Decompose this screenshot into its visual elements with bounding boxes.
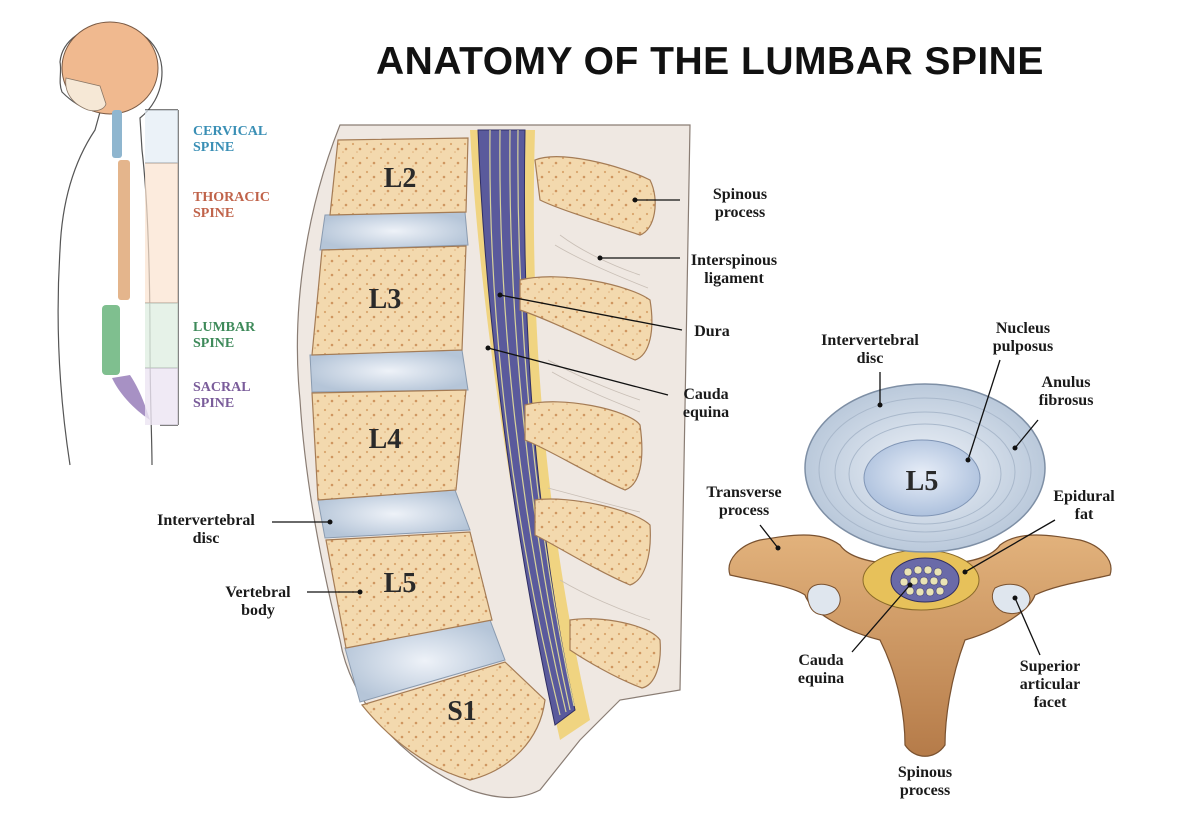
vertebra-s1-label: S1 <box>447 696 477 727</box>
axial-section <box>728 383 1112 757</box>
leader-lines <box>272 199 1056 656</box>
axial-l5-label: L5 <box>906 466 939 497</box>
vertebra-l5-label: L5 <box>384 568 417 599</box>
page-title: ANATOMY OF THE LUMBAR SPINE <box>376 40 1044 83</box>
vertebra-l2-label: L2 <box>384 163 417 194</box>
sagittal-section <box>296 124 691 799</box>
vertebra-l4-label: L4 <box>369 424 402 455</box>
label-dura: Dura <box>694 323 730 340</box>
spine-column-mini <box>102 110 150 420</box>
vertebra-l3-label: L3 <box>369 284 402 315</box>
human-silhouette <box>57 21 179 466</box>
